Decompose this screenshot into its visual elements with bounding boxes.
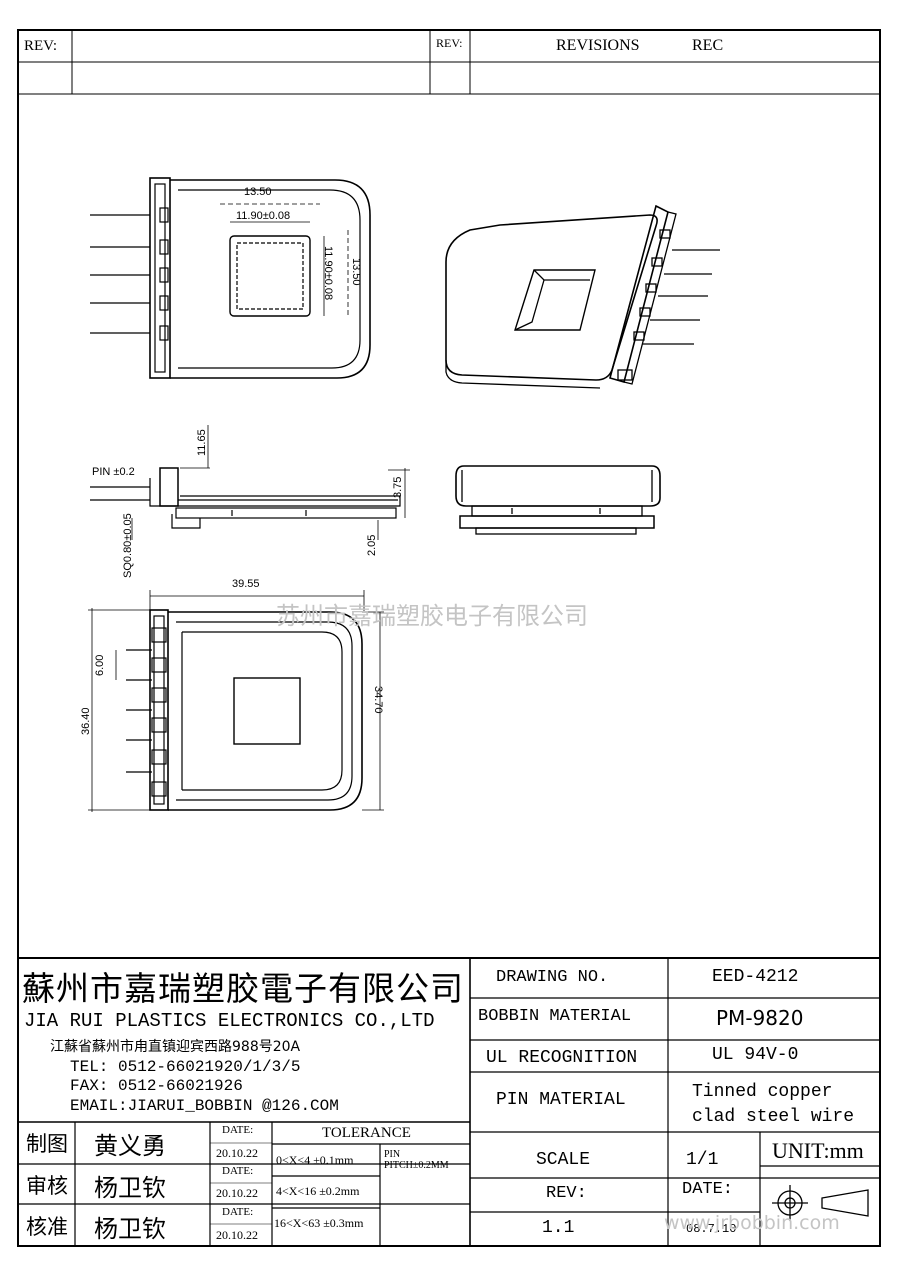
dim-34-70: 34.70	[372, 686, 384, 714]
company-name-cn: 蘇州市嘉瑞塑胶電子有限公司	[22, 972, 464, 1008]
side-view-drawing	[90, 425, 410, 540]
rec-heading: REC	[692, 37, 724, 54]
date-value: 08.7.10	[686, 1222, 737, 1236]
dim-39-55: 39.55	[232, 578, 260, 590]
date-drawn: 20.10.22	[216, 1146, 258, 1160]
role-checked: 审核	[26, 1174, 68, 1198]
website-watermark: www.jrbobbin.com	[664, 1212, 840, 1234]
projection-symbol	[772, 1185, 869, 1221]
company-email: EMAIL:JIARUI_BOBBIN @126.COM	[70, 1097, 339, 1115]
dim-3-75: 3.75	[392, 476, 404, 498]
pin-material-line1: Tinned copper	[692, 1082, 833, 1102]
bottom-view-drawing	[88, 590, 384, 812]
role-approved: 核准	[26, 1215, 68, 1239]
date-label-checked: DATE:	[222, 1165, 254, 1177]
company-fax: FAX: 0512-66021926	[70, 1077, 243, 1095]
side-view-right-drawing	[455, 465, 661, 535]
watermark-text: 苏州市嘉瑞塑胶电子有限公司	[276, 602, 588, 630]
dim-11-90-side: 11.90±0.08	[322, 246, 334, 301]
pin-material-line2: clad steel wire	[692, 1107, 855, 1127]
pin-pitch-line2: PITCH±0.2MM	[384, 1160, 449, 1171]
ul-recognition-label: UL RECOGNITION	[486, 1048, 638, 1068]
name-checked: 杨卫钦	[94, 1176, 166, 1202]
bobbin-material-label: BOBBIN MATERIAL	[478, 1007, 632, 1026]
tolerance-row-1: 0<X<4 ±0.1mm	[276, 1153, 354, 1167]
outer-border	[17, 29, 881, 1247]
dim-sq-0-80: SQ0.80±0.05	[122, 513, 134, 578]
dim-11-90-top: 11.90±0.08	[236, 210, 291, 222]
pin-material-label: PIN MATERIAL	[496, 1090, 626, 1110]
date-label: DATE:	[682, 1180, 734, 1199]
dim-11-65: 11.65	[196, 429, 208, 456]
date-label-approved: DATE:	[222, 1206, 254, 1218]
top-view-drawing	[90, 177, 371, 379]
title-block-grid	[18, 957, 880, 1246]
dim-13-50-side: 13.50	[350, 258, 362, 286]
company-address: 江蘇省蘇州市甪直镇迎宾西路988号20A	[50, 1039, 301, 1055]
tolerance-row-3: 16<X<63 ±0.3mm	[274, 1216, 364, 1230]
scale-value: 1/1	[686, 1150, 719, 1170]
company-name-en: JIA RUI PLASTICS ELECTRONICS CO.,LTD	[24, 1010, 435, 1032]
isometric-drawing	[445, 204, 720, 389]
name-drawn: 黄义勇	[94, 1134, 166, 1160]
date-approved: 20.10.22	[216, 1228, 258, 1242]
drawing-no-label: DRAWING NO.	[496, 968, 609, 987]
revisions-heading: REVISIONS	[556, 37, 640, 54]
dim-2-05: 2.05	[366, 534, 378, 556]
drawing-no-value: EED-4212	[712, 967, 799, 987]
dim-36-40: 36.40	[80, 707, 92, 735]
date-checked: 20.10.22	[216, 1186, 258, 1200]
tolerance-label: TOLERANCE	[322, 1125, 411, 1141]
ul-recognition-value: UL 94V-0	[712, 1045, 799, 1065]
name-approved: 杨卫钦	[94, 1217, 166, 1243]
rev-label: REV:	[546, 1184, 587, 1203]
dim-pin: PIN ±0.2	[92, 466, 135, 478]
unit-label: UNIT:mm	[772, 1138, 864, 1163]
rev-value: 1.1	[542, 1218, 575, 1238]
dim-6-00: 6.00	[94, 654, 106, 676]
company-tel: TEL: 0512-66021920/1/3/5	[70, 1058, 301, 1076]
rev-label-left: REV:	[24, 38, 58, 54]
date-label-drawn: DATE:	[222, 1124, 254, 1136]
dim-13-50-top: 13.50	[244, 186, 272, 198]
tolerance-row-2: 4<X<16 ±0.2mm	[276, 1184, 360, 1198]
role-drawn: 制图	[26, 1132, 68, 1156]
rev-label-mid: REV:	[436, 36, 463, 50]
bobbin-material-value: PM-9820	[716, 1006, 804, 1030]
scale-label: SCALE	[536, 1150, 591, 1170]
pin-pitch-line1: PIN	[384, 1149, 401, 1160]
